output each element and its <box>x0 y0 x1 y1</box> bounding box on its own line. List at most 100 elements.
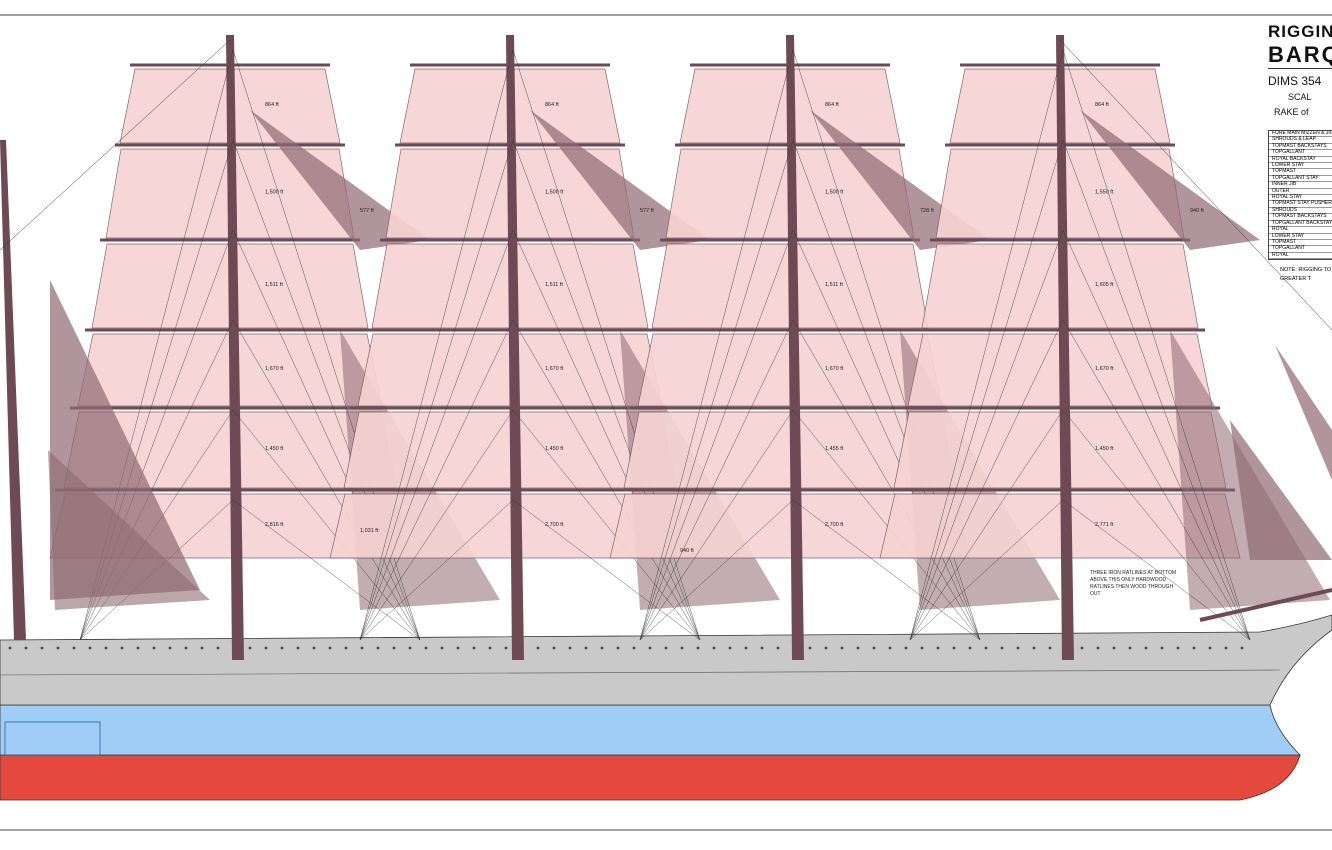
sail-area-label: 1,450 ft <box>1095 446 1114 452</box>
dimensions-label: DIMS 354 <box>1268 74 1322 88</box>
staysail <box>1080 110 1260 250</box>
rigging-table-row: OUTER <box>1269 188 1332 196</box>
spanker-sail <box>48 450 210 610</box>
rigging-line <box>909 409 1064 641</box>
rigging-line <box>792 229 981 641</box>
fore-stay <box>1059 39 1332 331</box>
rigging-line <box>359 229 514 641</box>
porthole <box>280 646 284 650</box>
porthole <box>552 646 556 650</box>
porthole <box>1240 646 1244 650</box>
sail-area-label: 2,816 ft <box>265 522 284 528</box>
sail-area-label: 1,605 ft <box>1095 282 1114 288</box>
sail-area-label: 1,500 ft <box>825 190 844 196</box>
hull-bottom-paint <box>0 754 1301 801</box>
porthole <box>1144 646 1148 650</box>
porthole <box>104 646 108 650</box>
spanker-mast <box>0 140 26 640</box>
porthole <box>760 646 764 650</box>
rigging-line <box>639 229 794 641</box>
backstay <box>0 39 231 251</box>
jib-sail <box>1275 345 1332 480</box>
rigging-line <box>639 409 794 641</box>
porthole <box>56 646 60 650</box>
rigging-table-row: INNER JIB <box>1269 181 1332 189</box>
rigging-line <box>512 319 701 641</box>
title-line-1: RIGGIN <box>1268 22 1332 41</box>
rigging-line <box>639 499 794 641</box>
rigging-line <box>1062 49 1251 641</box>
mast-main <box>506 35 524 660</box>
porthole <box>1000 646 1004 650</box>
rigging-table-row: FORE MAIN MIZZEN & JIG <box>1269 131 1332 138</box>
sail-area-label: 2,771 ft <box>1095 522 1114 528</box>
porthole <box>1128 646 1132 650</box>
porthole <box>664 646 668 650</box>
porthole <box>360 646 364 650</box>
rigging-line <box>359 499 514 641</box>
title-block: RIGGIN BARQ DIMS 354 SCAL RAKE of <box>1268 22 1332 118</box>
porthole <box>216 646 220 650</box>
rigging-line <box>1062 409 1251 641</box>
jib-sail <box>1230 420 1332 560</box>
porthole <box>488 646 492 650</box>
sail-area-label: 1,500 ft <box>265 190 284 196</box>
porthole <box>312 646 316 650</box>
rigging-line <box>909 319 1064 641</box>
porthole <box>168 646 172 650</box>
title-line-2: BARQ <box>1268 42 1332 69</box>
porthole <box>1208 646 1212 650</box>
hull-topsides <box>0 614 1332 706</box>
porthole <box>1096 646 1100 650</box>
rigging-table-row: ROYAL STAY <box>1269 194 1332 202</box>
engine-outline <box>4 721 101 756</box>
porthole <box>248 646 252 650</box>
sail-area-label: 1,511 ft <box>545 282 563 288</box>
rigging-table-row: ROYAL BACKSTAY <box>1269 156 1332 164</box>
rigging-line <box>909 139 1064 641</box>
sail-area-label: 864 ft <box>545 102 559 108</box>
porthole <box>536 646 540 650</box>
rigging-line <box>359 49 514 641</box>
porthole <box>600 646 604 650</box>
staysail-area-label: 940 ft <box>1190 208 1204 214</box>
porthole <box>840 646 844 650</box>
mast-fore <box>226 35 244 660</box>
porthole <box>136 646 140 650</box>
rigging-line <box>232 409 421 641</box>
porthole <box>1080 646 1084 650</box>
porthole <box>72 646 76 650</box>
sail-area-label: 1,670 ft <box>265 366 284 372</box>
porthole <box>1016 646 1020 650</box>
porthole <box>440 646 444 650</box>
porthole <box>1176 646 1180 650</box>
porthole <box>680 646 684 650</box>
staysail-area-label: 577 ft <box>640 208 654 214</box>
ratline-callout: THREE IRON RATLINES AT BOTTOM ABOVE THIS… <box>1090 570 1177 597</box>
porthole <box>296 646 300 650</box>
sail-area-label: 1,455 ft <box>825 446 844 452</box>
sail-area-label: 864 ft <box>1095 102 1109 108</box>
note-line-2: GREATER T <box>1280 276 1311 282</box>
rigging-table-row: TOPMAST <box>1269 239 1332 247</box>
sail-area-label: 1,500 ft <box>545 190 564 196</box>
porthole <box>184 646 188 650</box>
rigging-table-row: TOPMAST STAY PUSHER H <box>1269 201 1332 208</box>
porthole <box>1224 646 1228 650</box>
sail-area-label: 1,450 ft <box>545 446 564 452</box>
sail-area-label: 1,450 ft <box>265 446 284 452</box>
rigging-line <box>1062 139 1251 641</box>
porthole <box>936 646 940 650</box>
sail-area-label: 1,511 ft <box>265 282 283 288</box>
note: NOTE: RIGGING TO LO GREATER T <box>1280 266 1332 284</box>
mast-jigger <box>1056 35 1074 660</box>
rigging-table-row: TOPMAST <box>1269 169 1332 176</box>
sail-area-label: 864 ft <box>825 102 839 108</box>
sail-area-label: 2,700 ft <box>825 522 844 528</box>
rigging-table-row: TOPGALLANT BACKSTAYS <box>1269 220 1332 228</box>
porthole <box>584 646 588 650</box>
staysail-area-label: 1,031 ft <box>360 528 379 534</box>
rigging-line <box>512 409 701 641</box>
rigging-line <box>1062 229 1251 641</box>
